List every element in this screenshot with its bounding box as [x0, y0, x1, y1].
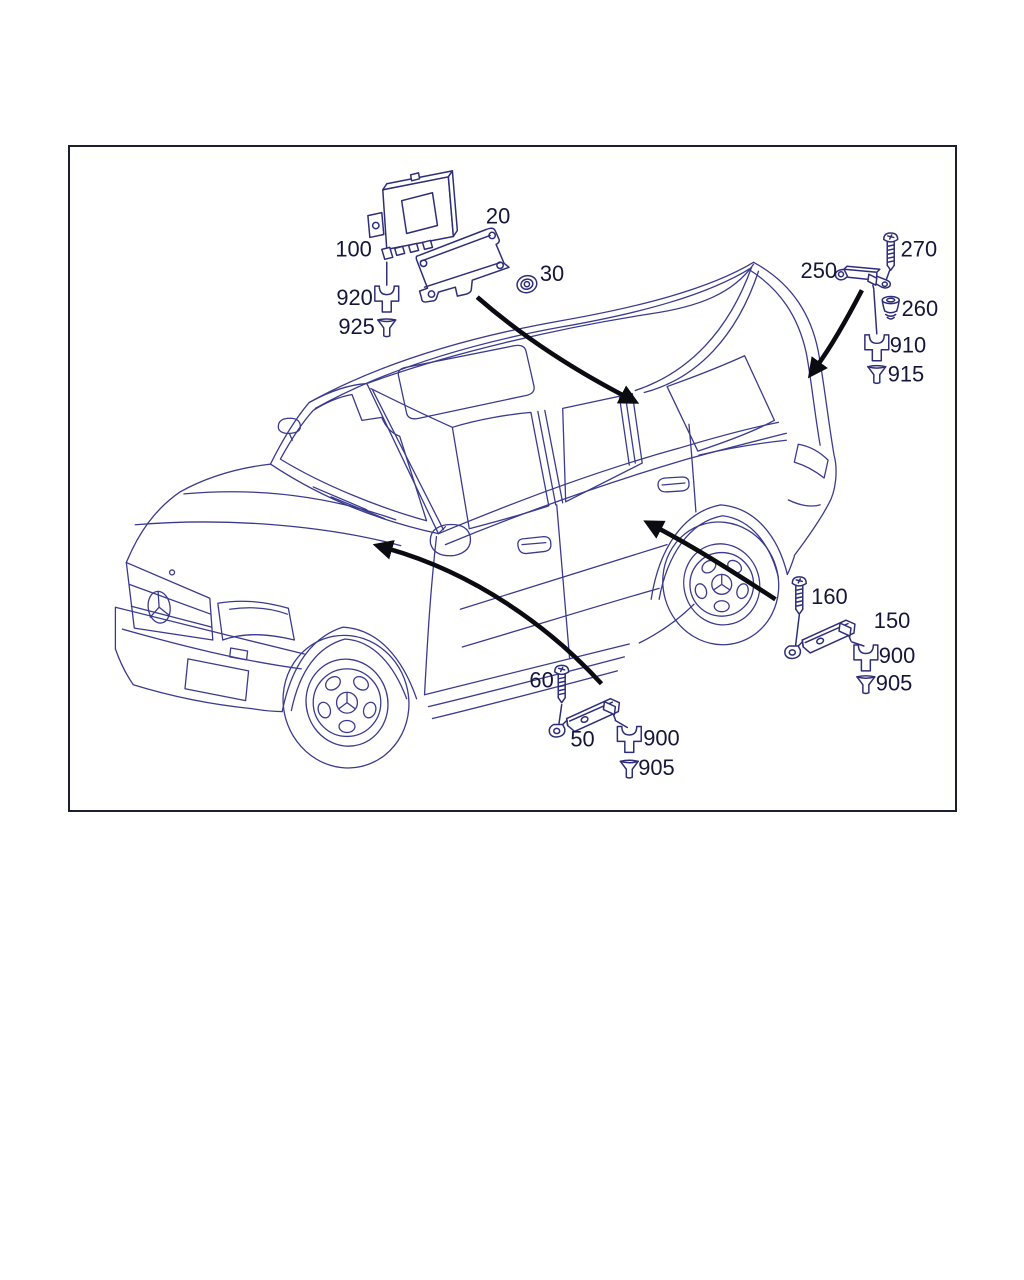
part-label-20: 20 [486, 204, 510, 229]
part-label-30: 30 [540, 261, 564, 286]
part-clip-920 [374, 285, 400, 313]
part-screw-270 [883, 232, 899, 272]
arrow-to-c-pillar [475, 295, 640, 404]
part-holder-rear-upper [834, 265, 892, 290]
part-rivet-905-front [619, 759, 639, 779]
part-drawings [367, 170, 900, 779]
part-clip-910 [864, 334, 890, 362]
arrow-to-front-fender [372, 540, 604, 686]
part-label-905-front: 905 [638, 755, 674, 780]
part-label-900-front: 900 [643, 725, 679, 750]
part-control-module [367, 170, 459, 261]
part-label-100: 100 [335, 236, 371, 261]
part-label-900-rear: 900 [879, 643, 915, 668]
arrow-to-d-pillar [807, 289, 864, 379]
part-label-50: 50 [570, 726, 594, 751]
parts-diagram-canvas: 100 20 30 920 925 250 270 260 910 915 16… [114, 170, 938, 781]
part-labels: 100 20 30 920 925 250 270 260 910 915 16… [335, 204, 938, 781]
leader-lines [386, 261, 891, 729]
part-label-915: 915 [888, 362, 924, 387]
pointer-arrows [372, 289, 864, 686]
part-clip-900-front [616, 725, 642, 754]
part-rivet-925 [377, 318, 397, 338]
part-rivet-905-rear [856, 675, 876, 695]
part-holder-rear-lower [784, 619, 856, 660]
part-rivet-915 [867, 364, 887, 385]
part-screw-160 [791, 576, 807, 615]
part-label-260: 260 [902, 296, 938, 321]
part-label-60: 60 [529, 668, 553, 693]
part-mounting-plate [415, 227, 510, 303]
part-label-920: 920 [336, 285, 372, 310]
part-label-270: 270 [901, 236, 937, 261]
part-label-905-rear: 905 [876, 671, 912, 696]
vehicle-line-art [114, 261, 837, 769]
part-label-160: 160 [811, 584, 847, 609]
part-nut [516, 274, 538, 294]
part-label-150: 150 [874, 608, 910, 633]
part-label-250: 250 [801, 258, 837, 283]
arrow-to-rear-door [643, 520, 777, 602]
diagram-frame: 100 20 30 920 925 250 270 260 910 915 16… [68, 145, 957, 812]
part-grommet-260 [881, 295, 900, 320]
part-clip-900-rear [853, 644, 879, 672]
part-label-910: 910 [890, 333, 926, 358]
part-label-925: 925 [338, 314, 374, 339]
